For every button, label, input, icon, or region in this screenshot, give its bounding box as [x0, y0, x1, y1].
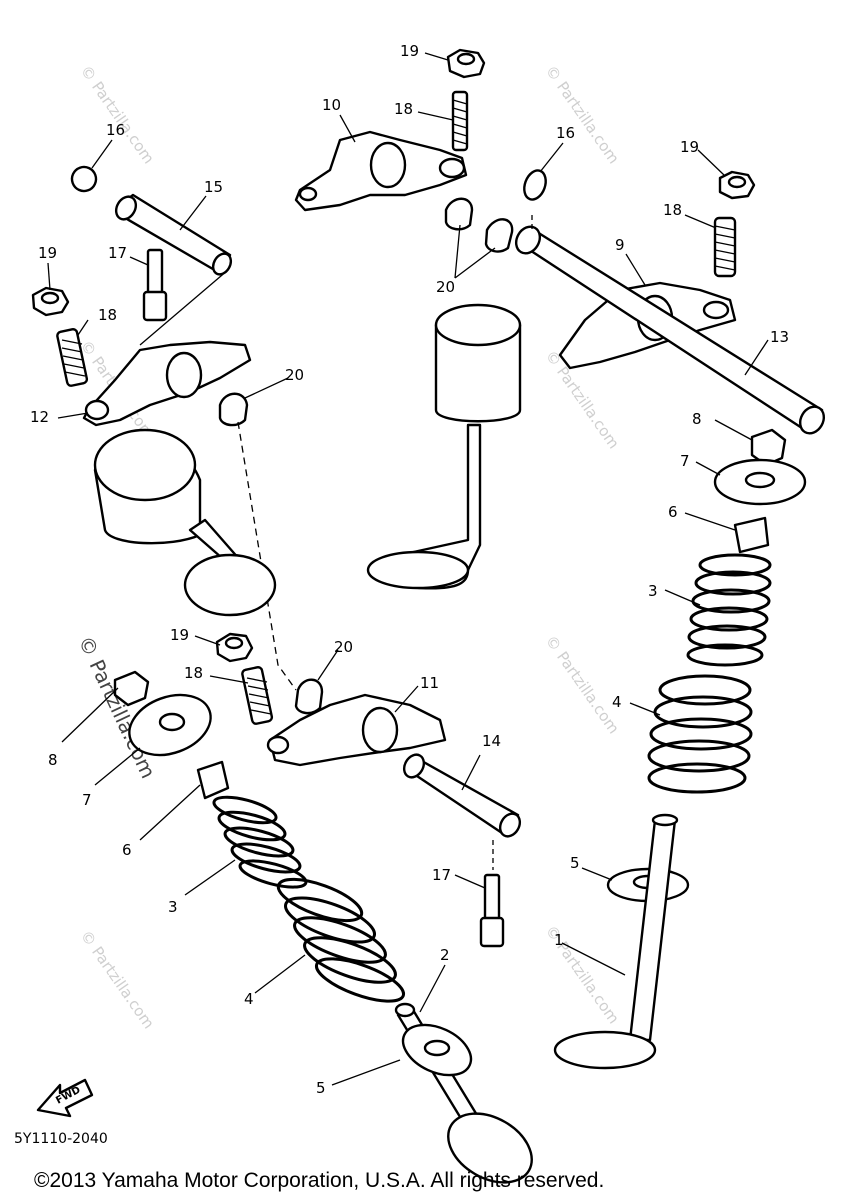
bolt-17-lower	[479, 873, 505, 948]
part-label: 15	[204, 178, 223, 196]
nut-19-right	[718, 170, 756, 200]
part-label: 18	[98, 306, 117, 324]
part-label: 20	[436, 278, 455, 296]
watermark-layer: © Partzilla.com © Partzilla.com © Partzi…	[73, 62, 622, 1032]
valve-keeper-8-right	[750, 428, 787, 467]
part-label: 6	[668, 503, 678, 521]
shim-20-d	[294, 678, 324, 715]
stud-18-lower	[241, 666, 274, 725]
nut-19-top	[446, 48, 486, 79]
leader-lines	[47, 52, 769, 1086]
part-label: 8	[692, 410, 702, 428]
stud-18-right	[713, 216, 737, 278]
diagram-code: 5Y1110-2040	[14, 1131, 108, 1147]
part-label: 9	[615, 236, 625, 254]
part-label: 19	[680, 138, 699, 156]
part-labels: 19 18 10 16 16 19 15 18 17 19 9 20 18 13…	[30, 42, 789, 1097]
o-ring-16-left	[70, 165, 98, 193]
valve-seal-6-right	[733, 516, 770, 554]
outer-spring-4-left	[276, 877, 406, 1003]
bolt-17-top	[142, 248, 168, 322]
outer-spring-4-right	[647, 674, 753, 794]
part-label: 2	[440, 946, 450, 964]
valve-left-top	[93, 428, 277, 617]
part-label: 7	[680, 452, 690, 470]
part-label: 13	[770, 328, 789, 346]
part-label: 16	[556, 124, 575, 142]
part-label: 19	[170, 626, 189, 644]
part-label: 19	[38, 244, 57, 262]
valve-1-right	[553, 813, 679, 1070]
part-label: 6	[122, 841, 132, 859]
part-label: 4	[244, 990, 254, 1008]
part-drawings: FWD	[31, 48, 826, 1184]
rocker-arm-11	[266, 693, 447, 767]
watermark: © Partzilla.com	[542, 62, 623, 167]
part-label: 17	[108, 244, 127, 262]
part-label: 5	[570, 854, 580, 872]
o-ring-16-right	[523, 169, 547, 201]
part-label: 19	[400, 42, 419, 60]
copyright-notice: ©2013 Yamaha Motor Corporation, U.S.A. A…	[34, 1169, 604, 1192]
watermark: © Partzilla.com	[77, 62, 158, 167]
part-label: 3	[648, 582, 658, 600]
part-label: 17	[432, 866, 451, 884]
spring-retainer-7-left	[128, 693, 212, 757]
part-label: 16	[106, 121, 125, 139]
alignment-line	[237, 421, 297, 691]
stud-18-top	[451, 90, 469, 152]
shim-20-b	[484, 218, 514, 253]
part-label: 7	[82, 791, 92, 809]
part-label: 12	[30, 408, 49, 426]
part-label: 20	[285, 366, 304, 384]
valve-keeper-8-left	[113, 670, 150, 707]
rocker-arm-12	[82, 340, 252, 427]
inner-spring-3-left	[212, 795, 308, 889]
spring-retainer-7-right	[713, 458, 807, 506]
rocker-arm-10	[294, 130, 468, 212]
part-label: 3	[168, 898, 178, 916]
part-label: 10	[322, 96, 341, 114]
inner-spring-3-right	[686, 553, 772, 667]
part-label: 18	[184, 664, 203, 682]
part-label: 20	[334, 638, 353, 656]
watermark: © Partzilla.com	[77, 927, 158, 1032]
rocker-shaft-15	[114, 193, 233, 276]
nut-19-left	[31, 286, 70, 317]
shim-20-a	[444, 197, 474, 231]
stud-18-left	[56, 328, 89, 387]
rocker-shaft-14	[402, 753, 522, 870]
part-label: 11	[420, 674, 439, 692]
part-label: 5	[316, 1079, 326, 1097]
part-label: 1	[554, 931, 564, 949]
part-label: 18	[394, 100, 413, 118]
part-label: 18	[663, 201, 682, 219]
nut-19-lower	[215, 632, 254, 663]
valve-2-left	[394, 1002, 533, 1184]
valve-center-top	[366, 303, 522, 590]
part-label: 14	[482, 732, 501, 750]
fwd-arrow-icon: FWD	[36, 1078, 94, 1118]
part-label: 8	[48, 751, 58, 769]
watermark: © Partzilla.com	[542, 632, 623, 737]
rocker-shaft-13	[514, 215, 826, 435]
valve-seal-6-left	[196, 760, 230, 800]
shim-20-c	[218, 392, 249, 427]
part-label: 4	[612, 693, 622, 711]
